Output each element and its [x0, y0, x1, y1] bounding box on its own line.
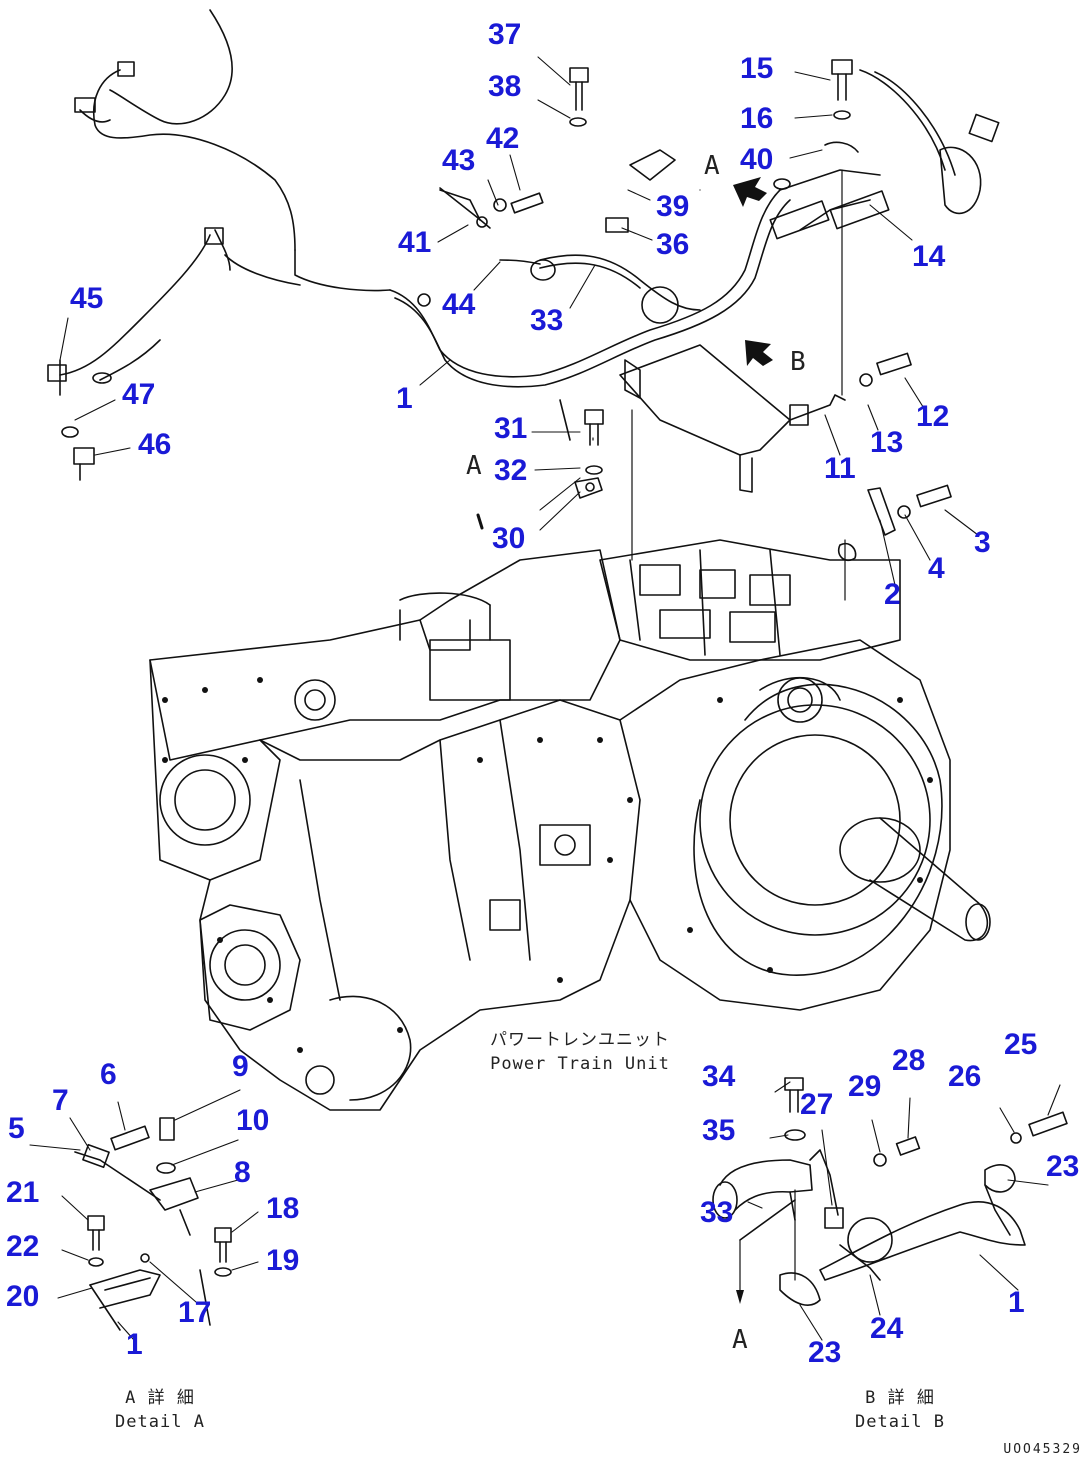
callout-33: 33	[530, 304, 564, 337]
callout-2: 2	[884, 578, 901, 611]
harness-main	[389, 169, 890, 441]
callout-40: 40	[740, 143, 774, 176]
callout-19: 19	[266, 1244, 300, 1277]
callout-43: 43	[442, 144, 476, 177]
callout-23-left: 23	[808, 1336, 842, 1369]
fasteners	[61, 59, 1000, 562]
callout-30: 30	[492, 522, 526, 555]
callout-5: 5	[8, 1112, 25, 1145]
callout-27: 27	[800, 1088, 834, 1121]
callout-8: 8	[234, 1156, 251, 1189]
callout-9: 9	[232, 1050, 249, 1083]
callout-11: 11	[824, 452, 856, 485]
view-mark-a-bottom: A	[732, 1325, 748, 1355]
callout-22: 22	[6, 1230, 40, 1263]
callout-20: 20	[6, 1280, 40, 1313]
detail-a-caption-jp: A 詳 細	[125, 1388, 195, 1408]
drawing-reference-code: UOO45329	[1003, 1442, 1082, 1457]
callout-28: 28	[892, 1044, 926, 1077]
callout-33-detail-b: 33	[700, 1196, 734, 1229]
detail-b-caption-jp: B 詳 細	[865, 1388, 935, 1408]
harness-upper	[47, 9, 391, 396]
callout-46: 46	[138, 428, 172, 461]
callout-7: 7	[52, 1084, 69, 1117]
power-train-caption-en: Power Train Unit	[490, 1054, 670, 1074]
view-arrows	[733, 177, 773, 1304]
detail-a-drawing	[29, 1089, 259, 1341]
callout-36: 36	[656, 228, 690, 261]
callout-39: 39	[656, 190, 690, 223]
callout-1-top: 1	[396, 382, 413, 415]
callout-6: 6	[100, 1058, 117, 1091]
callout-4: 4	[928, 552, 945, 585]
callout-34: 34	[702, 1060, 736, 1093]
callout-1-detail-a: 1	[126, 1328, 143, 1361]
detail-a-caption-en: Detail A	[115, 1412, 205, 1432]
callout-24: 24	[870, 1312, 904, 1345]
callout-35: 35	[702, 1114, 736, 1147]
callout-32: 32	[494, 454, 528, 487]
callout-leaders	[59, 56, 979, 586]
callout-15: 15	[740, 52, 774, 85]
bracket-plate	[619, 344, 846, 493]
view-mark-b: B	[790, 347, 806, 377]
view-mark-a: A	[704, 151, 720, 181]
callout-31: 31	[494, 412, 528, 445]
callout-37: 37	[488, 18, 522, 51]
callout-38: 38	[488, 70, 522, 103]
callout-23-right: 23	[1046, 1150, 1080, 1183]
callout-47: 47	[122, 378, 156, 411]
detail-b-drawing	[712, 1077, 1068, 1341]
callout-25: 25	[1004, 1028, 1038, 1061]
power-train-unit	[149, 539, 991, 1111]
power-train-caption-jp: パワートレンユニット	[490, 1030, 670, 1050]
callout-45: 45	[70, 282, 104, 315]
callout-29: 29	[848, 1070, 882, 1103]
callout-18: 18	[266, 1192, 300, 1225]
callout-44: 44	[442, 288, 476, 321]
view-mark-a-lower: A	[466, 451, 482, 481]
callout-21: 21	[6, 1176, 40, 1209]
callout-41: 41	[398, 226, 432, 259]
leader-lines	[592, 169, 846, 1296]
callout-42: 42	[486, 122, 520, 155]
callout-3: 3	[974, 526, 991, 559]
callout-26: 26	[948, 1060, 982, 1093]
callout-13: 13	[870, 426, 904, 459]
callout-1-detail-b: 1	[1008, 1286, 1025, 1319]
callout-12: 12	[916, 400, 950, 433]
callout-17: 17	[178, 1296, 212, 1329]
callout-14: 14	[912, 240, 946, 273]
callout-16: 16	[740, 102, 774, 135]
detail-b-caption-en: Detail B	[855, 1412, 945, 1432]
callout-10: 10	[236, 1104, 270, 1137]
